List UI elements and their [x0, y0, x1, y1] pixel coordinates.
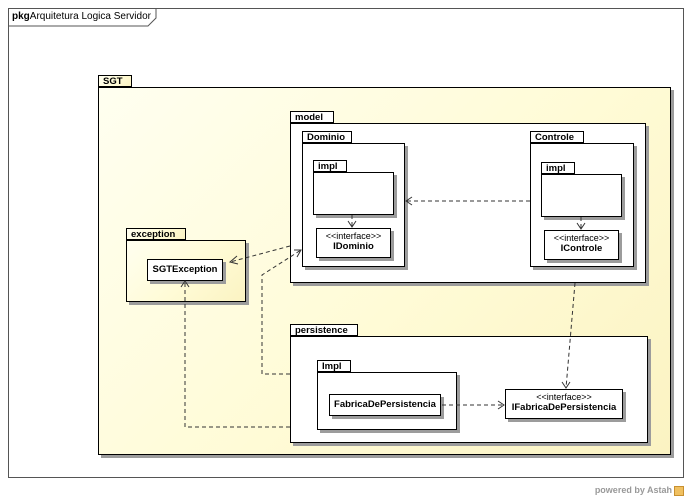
diagram-frame-tab: pkgArquitetura Logica Servidor: [8, 8, 157, 27]
package-model-tab[interactable]: model: [290, 111, 334, 123]
package-controle-impl[interactable]: [541, 174, 622, 217]
package-persistence-tab[interactable]: persistence: [290, 324, 358, 336]
icontrole-stereotype: <<interface>>: [553, 233, 610, 243]
edge-persistence-model[interactable]: [261, 249, 302, 375]
class-fabrica-de-persistencia[interactable]: FabricaDePersistencia: [329, 394, 441, 416]
package-persistence-impl-tab[interactable]: Impl: [317, 360, 351, 372]
arrowhead-idominio: [347, 220, 357, 228]
edge-persistence-sgtexception[interactable]: [184, 281, 290, 428]
class-icontrole[interactable]: <<interface>> IControle: [544, 230, 619, 260]
diagram-frame: [8, 8, 684, 478]
diagram-name: Arquitetura Logica Servidor: [29, 11, 151, 22]
idominio-name: IDominio: [333, 241, 374, 252]
idominio-stereotype: <<interface>>: [325, 231, 382, 241]
icontrole-name: IControle: [560, 243, 603, 254]
package-controle-impl-tab[interactable]: impl: [541, 162, 575, 174]
footer-text: powered by Astah: [594, 485, 672, 496]
edge-controle-ifabrica[interactable]: [565, 282, 576, 389]
ifabrica-stereotype: <<interface>>: [536, 392, 592, 402]
diagram-title: pkgArquitetura Logica Servidor: [12, 11, 151, 22]
arrowhead-dominio: [405, 196, 413, 206]
package-sgt-tab[interactable]: SGT: [98, 75, 132, 87]
fabrica-name: FabricaDePersistencia: [334, 399, 436, 410]
package-controle-tab[interactable]: Controle: [530, 131, 584, 143]
class-ifabrica-de-persistencia[interactable]: <<interface>> IFabricaDePersistencia: [505, 389, 623, 419]
arrowhead-exception: [228, 255, 239, 265]
arrowhead-ifabrica-from-fabrica: [497, 400, 505, 410]
package-dominio-tab[interactable]: Dominio: [302, 131, 352, 143]
sgtexception-name: SGTException: [152, 264, 218, 275]
arrowhead-ifabrica-from-controle: [561, 381, 571, 389]
package-exception-tab[interactable]: exception: [126, 228, 186, 240]
powered-by-footer: powered by Astah: [595, 485, 684, 496]
arrowhead-model: [294, 249, 302, 258]
class-idominio[interactable]: <<interface>> IDominio: [316, 228, 391, 258]
package-dominio-impl-tab[interactable]: impl: [313, 160, 347, 172]
arrowhead-sgtexception: [180, 280, 190, 288]
arrowhead-icontrole: [576, 222, 586, 230]
package-dominio-impl[interactable]: [313, 172, 394, 215]
diagram-keyword: pkg: [12, 11, 30, 22]
ifabrica-name: IFabricaDePersistencia: [511, 402, 617, 413]
astah-logo-icon: [674, 486, 684, 496]
edge-model-exception[interactable]: [229, 245, 291, 263]
